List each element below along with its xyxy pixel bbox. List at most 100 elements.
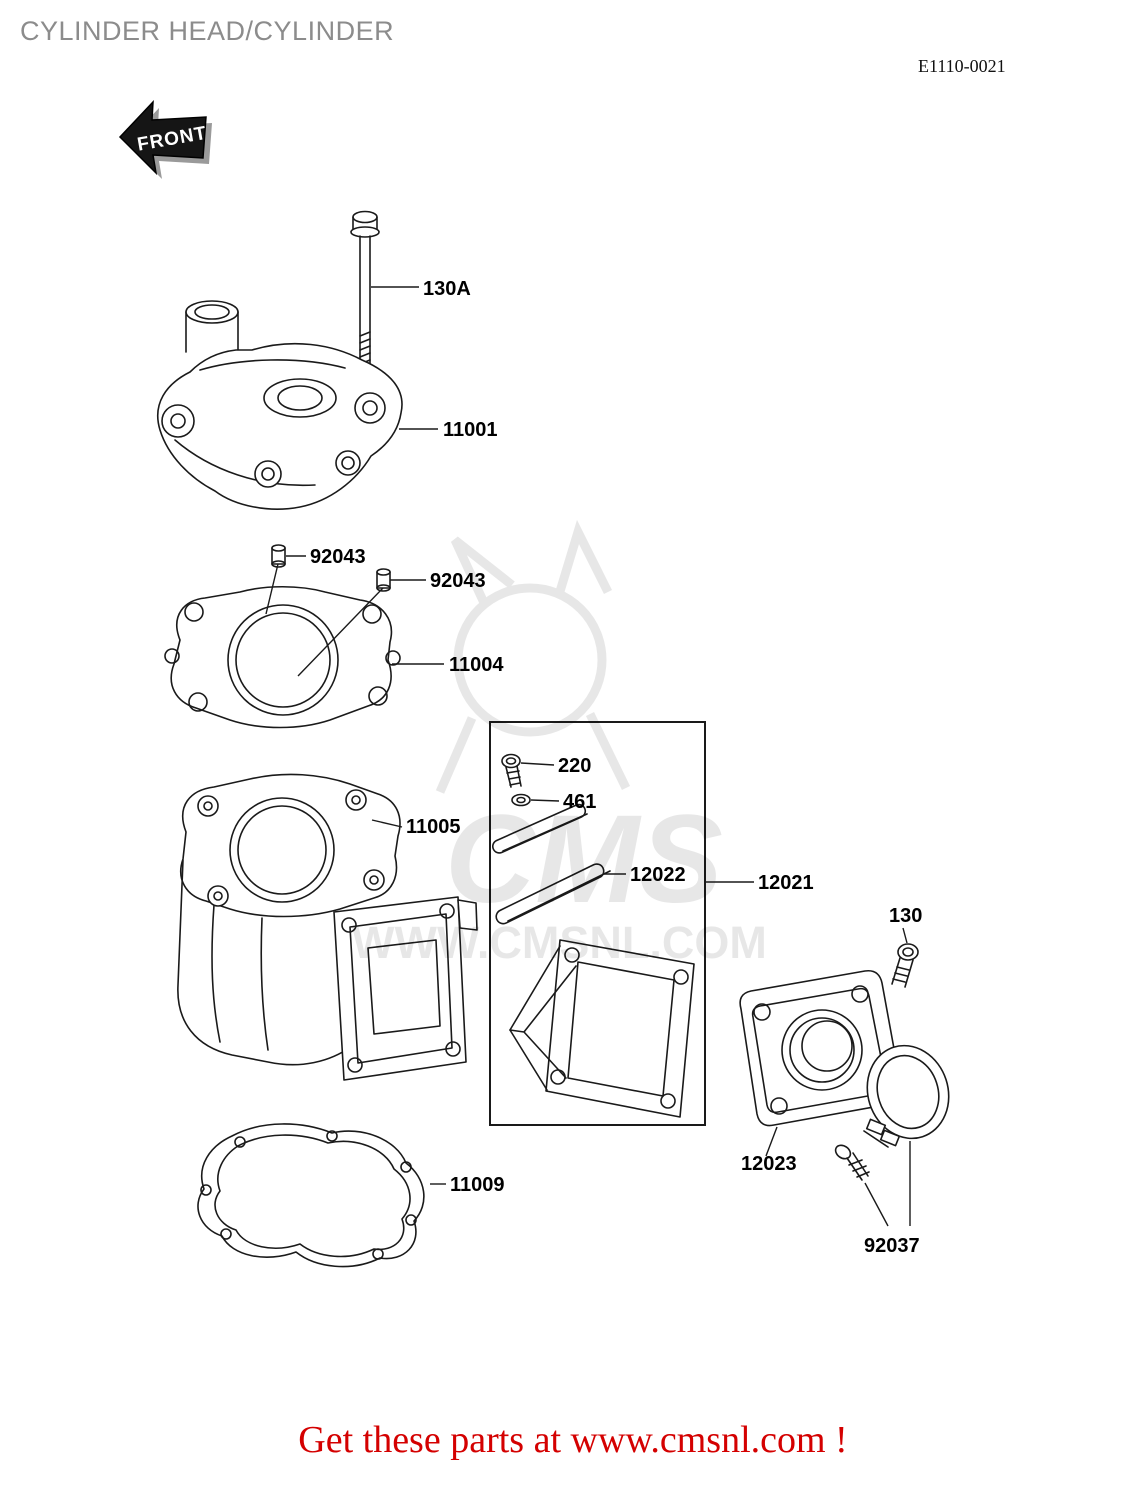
cylinder-stud-hole (345, 789, 367, 811)
head-lug-hole (354, 392, 386, 424)
cylinder-body (177, 859, 357, 1066)
bolt-head (352, 210, 378, 224)
leader-11005 (371, 819, 403, 828)
part-label-92043-2[interactable]: 92043 (430, 570, 486, 592)
part-drawing-reed-petals-12022 (491, 803, 611, 925)
gasket-hole (385, 650, 401, 666)
part-label-92043-1[interactable]: 92043 (310, 546, 366, 568)
part-label-11005[interactable]: 11005 (406, 816, 461, 838)
part-drawing-screw-220 (501, 753, 522, 788)
part-drawing-clamp-screw (834, 1144, 870, 1181)
reed-petal-midline (502, 813, 588, 852)
gasket-hole (362, 604, 382, 624)
part-label-130a[interactable]: 130A (423, 278, 471, 300)
cylinder-side-tab (457, 899, 478, 931)
head-lower-contour (174, 439, 316, 487)
leader-92043-1b (265, 563, 279, 615)
base-gasket-hole (326, 1130, 338, 1142)
part-label-12023[interactable]: 12023 (741, 1153, 797, 1175)
flange-bolt-hole (445, 1041, 461, 1057)
bolt-threads (892, 966, 910, 983)
gasket-hole (188, 692, 208, 712)
part-label-11004[interactable]: 11004 (449, 654, 504, 676)
part-labels: 130A 11001 92043 92043 11004 11005 220 4… (310, 278, 922, 1257)
watermark-url: WWW.CMSNL.COM (352, 917, 767, 968)
part-label-11001[interactable]: 11001 (443, 419, 498, 441)
clamp-screw-shaft (863, 1130, 889, 1148)
screw-threads (848, 1159, 870, 1178)
leader-461 (530, 799, 560, 802)
head-lug-hole-bore (341, 456, 355, 470)
head-neck-side (185, 311, 239, 353)
part-drawing-reed-cage (509, 939, 695, 1118)
cylinder-stud-hole-bore (213, 891, 223, 901)
base-gasket-hole (400, 1161, 412, 1173)
leader-220 (520, 762, 555, 766)
reed-cage-hole (564, 947, 580, 963)
bolt-head-inner (902, 947, 914, 957)
cylinder-stud-hole (363, 869, 385, 891)
reed-mount-flange-inner (349, 913, 453, 1064)
washer-outer (511, 793, 531, 807)
cylinder-stud-hole-bore (203, 801, 213, 811)
cylinder-stud-hole-bore (369, 875, 379, 885)
part-drawing-dowel-92043-1 (271, 544, 286, 568)
part-label-130[interactable]: 130 (889, 905, 922, 927)
watermark-brand: CMS (445, 790, 723, 929)
base-gasket-hole (372, 1248, 384, 1260)
front-arrow-body (118, 99, 207, 176)
gasket-hole (368, 686, 388, 706)
base-gasket-hole (220, 1228, 232, 1240)
dowel-bottom (376, 584, 391, 592)
part-label-92037[interactable]: 92037 (864, 1235, 920, 1257)
head-lug-hole-bore (170, 413, 186, 429)
part-label-12022[interactable]: 12022 (630, 864, 686, 886)
base-gasket-hole (405, 1214, 417, 1226)
flange-bolt-hole (347, 1057, 363, 1073)
head-lug-hole (254, 460, 282, 488)
part-drawing-head-gasket-11004 (164, 585, 401, 729)
leader-130 (902, 927, 908, 944)
reed-mount-opening (367, 939, 441, 1035)
cylinder-stud-hole (207, 885, 229, 907)
clamp-ear (879, 1129, 901, 1147)
reed-petal (495, 863, 605, 925)
head-top-ridge (199, 359, 346, 371)
reed-cage-hole (673, 969, 689, 985)
cylinder-stud-hole-bore (351, 795, 361, 805)
reed-cage-hole (550, 1069, 566, 1085)
leader-92037-b (864, 1182, 889, 1227)
part-drawing-base-gasket-11009 (197, 1123, 425, 1268)
part-drawing-cylinder-head-11001 (156, 300, 403, 510)
gasket-bore-inner (235, 612, 331, 708)
flange-bolt-hole (341, 917, 357, 933)
manifold-bolt-hole (753, 1003, 771, 1021)
part-drawing-washer-461 (511, 793, 531, 807)
part-label-11009[interactable]: 11009 (450, 1174, 505, 1196)
watermark-mascot (435, 519, 631, 794)
manifold-bore-mid (789, 1017, 855, 1083)
part-drawing-bolt-130 (891, 943, 919, 988)
head-neck-bore (194, 304, 230, 320)
part-drawing-manifold-12023 (739, 969, 903, 1127)
screw-head (834, 1144, 852, 1160)
gasket-hole (164, 648, 180, 664)
reed-petal-midline (507, 870, 611, 922)
leader-12023 (765, 1126, 778, 1157)
reed-cage-hole (660, 1093, 676, 1109)
manifold-bore-inner (801, 1020, 853, 1072)
clamp-band-inner (876, 1054, 940, 1130)
reed-cage-wedge-inner (509, 965, 577, 1079)
part-label-220[interactable]: 220 (558, 755, 591, 777)
bolt-head (897, 943, 919, 961)
part-label-461[interactable]: 461 (563, 791, 596, 813)
bolt-flange (350, 226, 380, 238)
gasket-hole (184, 602, 204, 622)
head-neck-top (185, 300, 239, 324)
head-lug-hole (161, 404, 195, 438)
part-label-12021[interactable]: 12021 (758, 872, 814, 894)
footer-promo[interactable]: Get these parts at www.cmsnl.com ! (298, 1419, 848, 1461)
head-lug-hole-bore (261, 467, 275, 481)
